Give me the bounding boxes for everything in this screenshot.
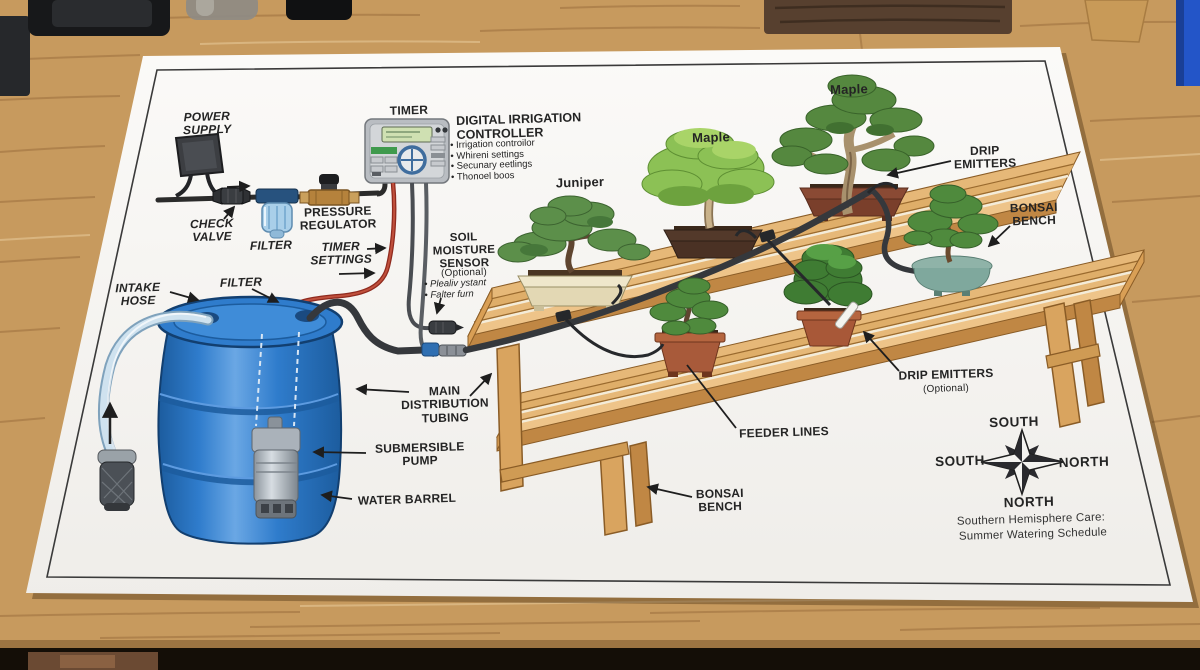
drip-emitters-optional-label: DRIP EMITTERS xyxy=(898,365,994,383)
wood-block-leg xyxy=(1084,0,1149,43)
pump-pointer xyxy=(312,446,367,459)
plant-label-maple-1: Maple xyxy=(691,129,731,146)
barrel-pointer xyxy=(320,490,353,503)
filter-inline-label: FILTER xyxy=(249,237,293,253)
main-distribution-tubing-path xyxy=(462,186,876,354)
sensor-bullet: Falter furn xyxy=(424,288,486,301)
check-valve-label: CHECK VALVE xyxy=(189,215,234,245)
timer-lcd-screen xyxy=(381,126,433,143)
plant-label-juniper: Juniper xyxy=(555,174,605,191)
timer-controller-device xyxy=(364,118,450,184)
feeder-line xyxy=(734,229,758,240)
compass-label-right: NORTH xyxy=(1058,453,1110,471)
bonsai-bench-label-right: BONSAI BENCH xyxy=(1009,199,1058,229)
blue-object-shade xyxy=(1176,0,1184,86)
drip-emitter-marker xyxy=(834,301,859,329)
check-valve-fitting xyxy=(212,187,251,205)
compass-rose xyxy=(980,427,1064,497)
controller-bullet: Thonoel boos xyxy=(451,170,536,183)
soil-moisture-sensor-plug xyxy=(428,320,464,335)
main-tubing-pointer xyxy=(355,383,410,396)
timer-settings-label: TIMER SETTINGS xyxy=(310,239,373,268)
intake-hose-label: INTAKE HOSE xyxy=(115,279,161,309)
feeder-lines-pointer xyxy=(686,364,737,429)
submersible-pump-illustration xyxy=(251,416,301,519)
bench-pointer xyxy=(646,483,693,498)
power-supply-label: POWER SUPPLY xyxy=(182,108,232,138)
water-barrel-label: WATER BARREL xyxy=(357,490,457,508)
inline-filter-cartridge xyxy=(255,188,299,239)
soil-sensor-title: SOIL MOISTURE SENSOR xyxy=(432,231,496,271)
filter-barrel-label: FILTER xyxy=(219,274,263,290)
plant-label-maple-2: Maple xyxy=(829,81,869,98)
bonsai-bench-label-bottom: BONSAI BENCH xyxy=(695,485,744,515)
cutaway-dashed-line xyxy=(293,331,300,427)
bonsai-tree-bush-terracotta xyxy=(783,244,873,347)
bench-crossbar xyxy=(499,441,630,483)
water-barrel-illustration xyxy=(156,295,344,545)
timer-green-button xyxy=(371,147,397,154)
cutaway-dashed-line xyxy=(255,333,263,427)
feeder-lines-group xyxy=(561,181,899,359)
supply-line-assembly xyxy=(155,132,388,239)
power-supply-brick xyxy=(174,132,225,198)
timer-label: TIMER xyxy=(389,102,429,118)
walnut-block xyxy=(764,0,1012,34)
feeder-line xyxy=(866,181,899,195)
controller-bullets: Irrigation controilor Whireni settings S… xyxy=(450,137,536,183)
poster-border-frame xyxy=(46,60,1172,586)
power-wire-red-highlight xyxy=(287,182,396,310)
drip-emitters-label: DRIP EMITTERS xyxy=(953,143,1017,172)
bonsai-tree-maple-1 xyxy=(641,128,775,259)
drip-emitters-optional-sub: (Optional) xyxy=(922,382,970,396)
feeder-line xyxy=(764,236,832,307)
main-tubing-pointer xyxy=(469,372,493,397)
black-cup xyxy=(286,0,352,20)
footer-line-2: Summer Watering Schedule xyxy=(958,526,1108,543)
black-tray xyxy=(28,0,170,36)
bench-crossbar xyxy=(1045,343,1101,369)
bench-leg xyxy=(629,441,653,527)
compass-label-bottom: NORTH xyxy=(1003,493,1055,511)
desk-items xyxy=(0,0,1200,96)
main-distribution-tubing-path xyxy=(306,298,428,355)
footer-line-1: Southern Hemisphere Care: xyxy=(956,511,1106,528)
tubing-tee-clamp xyxy=(759,229,776,243)
main-distribution-tubing-label: MAIN DISTRIBUTION TUBING xyxy=(400,383,490,426)
feeder-line xyxy=(561,315,665,359)
intake-filter-illustration xyxy=(97,449,137,511)
bench-leg xyxy=(496,343,524,492)
drip-emitters-pointer xyxy=(886,160,952,179)
sensor-wire-1 xyxy=(406,182,430,331)
pressure-regulator-label: PRESSURE REGULATOR xyxy=(299,203,377,234)
bonsai-tree-small-teal xyxy=(903,184,999,296)
pressure-regulator-fitting xyxy=(299,174,360,206)
soil-sensor-bullets: Plealiv ystant Falter furn xyxy=(424,277,487,301)
feeder-line xyxy=(610,283,623,306)
compass-label-left: SOUTH xyxy=(934,452,986,470)
main-tubing-right-drop xyxy=(869,187,917,274)
check-valve-arrow xyxy=(223,205,236,220)
dark-object-left xyxy=(0,16,30,96)
annotation-arrows xyxy=(169,160,1011,503)
flow-direction-arrow xyxy=(226,180,251,193)
feeder-lines-label: FEEDER LINES xyxy=(738,423,830,441)
compass-label-top: SOUTH xyxy=(988,413,1040,431)
bonsai-tree-small-clay xyxy=(649,277,729,377)
submersible-pump-label: SUBMERSIBLE PUMP xyxy=(374,439,465,469)
intake-hose-pointer xyxy=(169,291,200,303)
filter-barrel-pointer xyxy=(251,288,280,303)
drip-optional-pointer xyxy=(862,330,900,372)
timer-settings-arrow xyxy=(338,267,376,280)
bench-pointer xyxy=(987,225,1011,248)
timer-settings-arrow xyxy=(366,242,387,255)
glass-jar-highlight xyxy=(196,0,214,16)
